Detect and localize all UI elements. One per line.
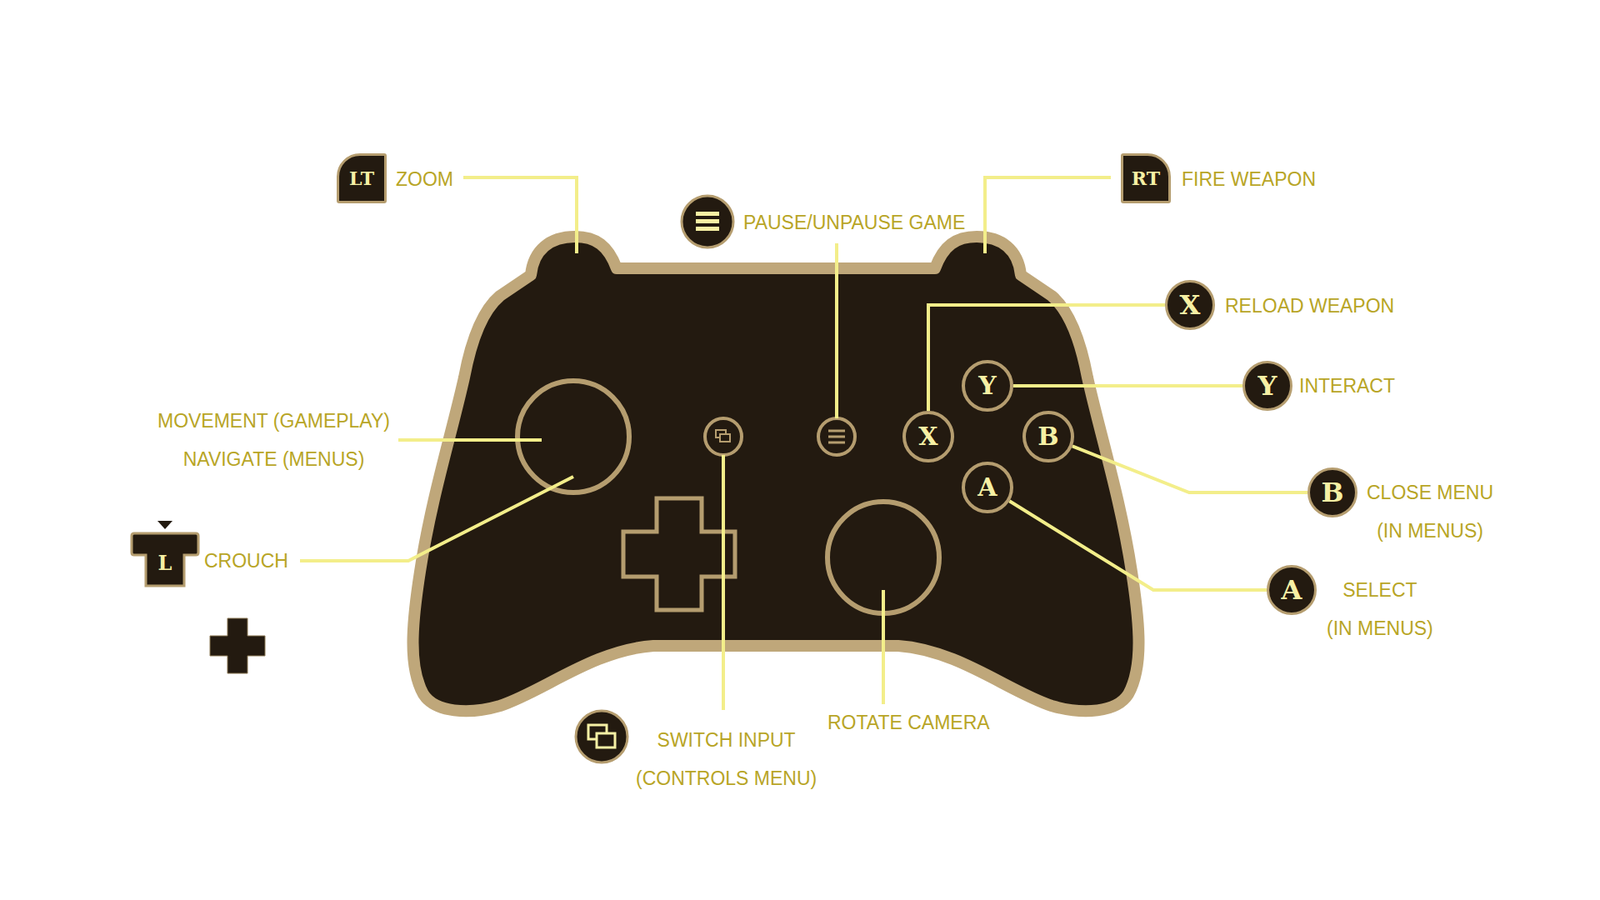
menu-icon xyxy=(828,430,845,443)
menu-badge xyxy=(681,195,734,248)
face-button: A xyxy=(961,461,1014,514)
button-letter: X xyxy=(1180,291,1201,319)
menu-button xyxy=(818,418,855,455)
callout-label: CROUCH xyxy=(204,541,289,580)
view-button xyxy=(705,418,742,455)
leader-connector xyxy=(1013,384,1243,388)
leader-connector xyxy=(928,305,1165,411)
face-button: Y xyxy=(961,360,1014,412)
view-icon xyxy=(720,434,730,442)
button-badge: B xyxy=(1307,467,1358,518)
leader-line xyxy=(463,177,577,254)
button-badge: X xyxy=(1165,280,1215,330)
leader-line xyxy=(721,455,725,710)
callout-label: PAUSE/UNPAUSE GAME xyxy=(743,203,965,242)
leader-line xyxy=(985,177,1111,254)
leader-line xyxy=(835,243,839,419)
callout-label: SELECT (IN MENUS) xyxy=(1326,570,1434,648)
d-pad-icon xyxy=(210,618,265,674)
button-letter: RT xyxy=(1131,169,1160,188)
button-badge: Y xyxy=(1242,360,1293,411)
button-letter: Y xyxy=(978,373,996,399)
menu-badge-bar xyxy=(695,226,720,231)
stick-badge: L xyxy=(130,530,200,589)
view-badge xyxy=(575,710,628,763)
callout-label: MOVEMENT (GAMEPLAY) NAVIGATE (MENUS) xyxy=(157,401,390,479)
leader-line xyxy=(398,438,542,442)
callout-label: FIRE WEAPON xyxy=(1181,160,1316,199)
button-badge: A xyxy=(1266,565,1317,615)
button-letter: LT xyxy=(349,169,375,188)
callout-label: RELOAD WEAPON xyxy=(1225,286,1395,325)
button-letter: A xyxy=(1281,576,1303,604)
button-letter: L xyxy=(158,553,173,574)
press-indicator xyxy=(157,520,173,530)
button-letter: B xyxy=(1037,424,1059,450)
view-badge-icon xyxy=(596,733,615,748)
left-stick xyxy=(517,380,630,493)
leader-line xyxy=(300,476,574,561)
button-letter: X xyxy=(918,424,938,450)
callout-label: ZOOM xyxy=(395,160,454,199)
face-button: B xyxy=(1022,410,1075,463)
leader-connector xyxy=(1009,500,1267,590)
leader-lines xyxy=(300,177,1111,710)
button-letter: Y xyxy=(1258,372,1278,400)
d-pad xyxy=(623,498,735,610)
callout-label: INTERACT xyxy=(1299,366,1395,405)
leader-line xyxy=(881,590,885,705)
trigger-badge: LT xyxy=(336,153,387,204)
controller-body xyxy=(413,236,1140,711)
button-letter: B xyxy=(1320,479,1344,506)
leader-connector xyxy=(1072,445,1308,493)
button-letter: A xyxy=(977,475,997,500)
menu-badge-bar xyxy=(695,219,720,224)
callout-label: ROTATE CAMERA xyxy=(827,703,990,742)
callout-label: SWITCH INPUT (CONTROLS MENU) xyxy=(635,720,817,798)
face-button: X xyxy=(902,410,955,463)
callout-label: CLOSE MENU (IN MENUS) xyxy=(1366,473,1494,550)
trigger-badge: RT xyxy=(1120,153,1171,204)
stick-shape xyxy=(131,533,199,586)
menu-badge-bar xyxy=(695,211,720,216)
